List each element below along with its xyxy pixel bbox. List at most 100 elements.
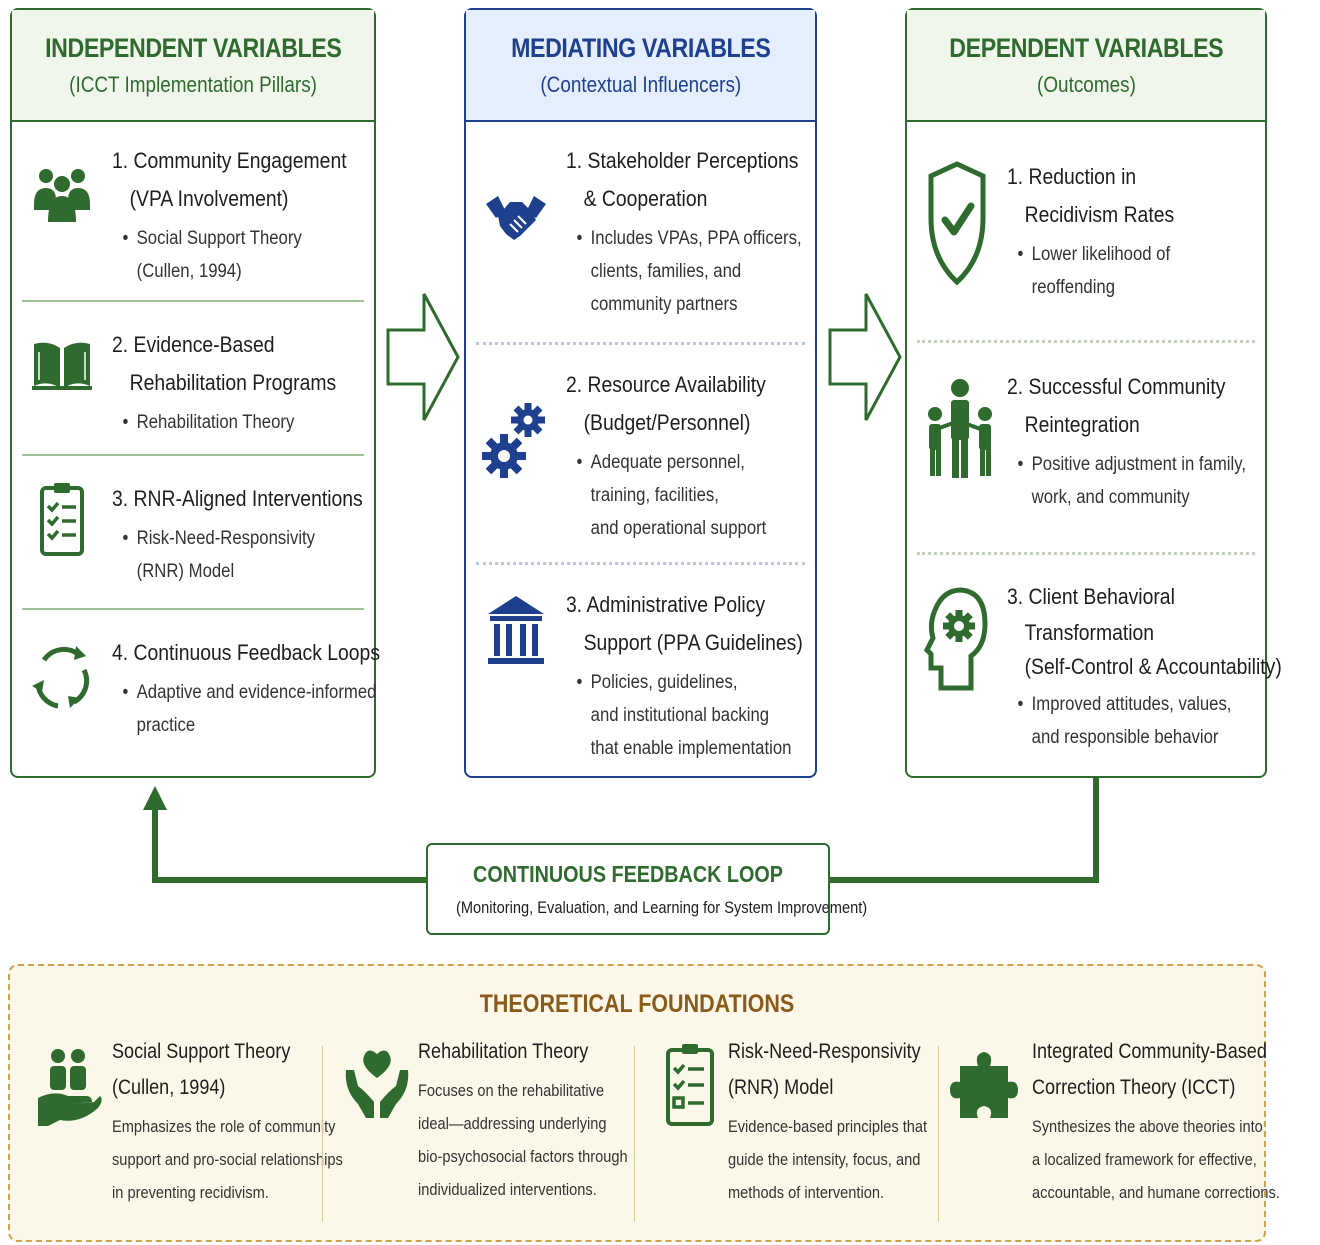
item-bullet-cont: reoffending — [1031, 277, 1116, 298]
handshake-icon — [486, 196, 546, 240]
item-title: Rehabilitation Programs — [129, 370, 337, 395]
foundation-title: Correction Theory (ICCT) — [1032, 1076, 1236, 1099]
item-title: (VPA Involvement) — [129, 186, 289, 211]
foundation-body: Focuses on the rehabilitative — [418, 1081, 605, 1100]
divider — [634, 1046, 635, 1222]
item-bullet-cont: (RNR) Model — [136, 561, 235, 582]
mediating-variables-panel: MEDIATING VARIABLES (Contextual Influenc… — [464, 8, 817, 778]
independent-item-4: 4. Continuous Feedback Loops Adaptive an… — [22, 634, 381, 764]
item-title: 1. Reduction in — [1007, 164, 1137, 189]
item-bullet: Policies, guidelines, — [566, 666, 773, 699]
foundation-icct: Integrated Community-Based Correction Th… — [950, 1040, 1280, 1220]
divider — [22, 454, 364, 456]
item-title: & Cooperation — [583, 186, 708, 211]
mediating-item-3: 3. Administrative Policy Support (PPA Gu… — [476, 586, 805, 766]
dependent-item-3: 3. Client Behavioral Transformation (Sel… — [917, 578, 1282, 768]
foundation-body: a localized framework for effective, — [1032, 1150, 1257, 1169]
item-title: (Budget/Personnel) — [583, 410, 751, 435]
item-title: 3. RNR-Aligned Interventions — [112, 486, 363, 511]
foundation-title: Social Support Theory — [112, 1040, 291, 1063]
theoretical-foundations-panel: THEORETICAL FOUNDATIONS Social Support T… — [8, 964, 1280, 1242]
foundation-title: (Cullen, 1994) — [112, 1076, 226, 1099]
arrow-right-icon — [828, 293, 902, 421]
feedback-subtitle: (Monitoring, Evaluation, and Learning fo… — [456, 898, 868, 917]
continuous-feedback-loop-box: CONTINUOUS FEEDBACK LOOP (Monitoring, Ev… — [426, 843, 868, 935]
divider — [938, 1046, 939, 1222]
family-icon — [928, 379, 992, 478]
divider — [322, 1046, 323, 1222]
item-bullet-cont: and institutional backing — [590, 705, 770, 726]
foundation-body: methods of intervention. — [728, 1183, 885, 1202]
divider — [22, 300, 364, 302]
item-bullet-cont: community partners — [590, 294, 738, 315]
head-gear-icon — [923, 587, 988, 691]
item-bullet: Social Support Theory — [112, 222, 330, 255]
item-title: Recidivism Rates — [1024, 202, 1175, 227]
item-title: (Self-Control & Accountability) — [1024, 654, 1282, 679]
item-bullet: Includes VPAs, PPA officers, — [566, 222, 802, 255]
item-title: 2. Resource Availability — [566, 372, 766, 397]
item-bullet-cont: practice — [136, 715, 196, 736]
item-title: 1. Stakeholder Perceptions — [566, 148, 799, 173]
divider — [917, 340, 1255, 343]
mediating-header: MEDIATING VARIABLES (Contextual Influenc… — [466, 10, 815, 122]
independent-item-4-text: 4. Continuous Feedback Loops Adaptive an… — [112, 634, 381, 742]
dependent-title: DEPENDENT VARIABLES — [949, 32, 1223, 63]
foundation-body: support and pro-social relationships — [112, 1150, 343, 1169]
foundation-4-text: Integrated Community-Based Correction Th… — [1032, 1034, 1320, 1209]
dependent-header: DEPENDENT VARIABLES (Outcomes) — [907, 10, 1265, 122]
foundation-title: Rehabilitation Theory — [418, 1040, 589, 1063]
independent-item-1-text: 1. Community Engagement (VPA Involvement… — [112, 142, 360, 288]
foundation-title: Risk-Need-Responsivity — [728, 1040, 921, 1063]
puzzle-icon — [950, 1052, 1018, 1118]
item-title: 1. Community Engagement — [112, 148, 347, 173]
item-title: 3. Client Behavioral — [1007, 584, 1175, 609]
foundation-3-text: Risk-Need-Responsivity (RNR) Model Evide… — [728, 1034, 960, 1209]
heart-hands-icon — [345, 1050, 409, 1118]
foundation-body: Evidence-based principles that — [728, 1117, 928, 1136]
item-bullet-cont: work, and community — [1031, 487, 1190, 508]
mediating-item-1: 1. Stakeholder Perceptions & Cooperation… — [476, 142, 805, 342]
item-bullet: Adequate personnel, — [566, 446, 773, 479]
divider — [476, 342, 805, 345]
item-bullet-cont: and operational support — [590, 518, 767, 539]
item-bullet: Adaptive and evidence-informed — [112, 676, 377, 709]
independent-item-2-text: 2. Evidence-Based Rehabilitation Program… — [112, 326, 360, 439]
arrow-right-icon — [386, 293, 460, 421]
item-title: 4. Continuous Feedback Loops — [112, 640, 381, 665]
foundation-body: individualized interventions. — [418, 1180, 597, 1199]
item-bullet-cont: that enable implementation — [590, 738, 792, 759]
independent-item-1: 1. Community Engagement (VPA Involvement… — [22, 142, 364, 302]
foundation-body: accountable, and humane corrections. — [1032, 1183, 1280, 1202]
independent-variables-panel: INDEPENDENT VARIABLES (ICCT Implementati… — [10, 8, 381, 778]
foundations-title: THEORETICAL FOUNDATIONS — [479, 990, 795, 1018]
item-bullet: Lower likelihood of — [1007, 238, 1222, 271]
item-title: Reintegration — [1024, 412, 1140, 437]
mediating-item-3-text: 3. Administrative Policy Support (PPA Gu… — [566, 586, 803, 765]
foundation-1-text: Social Support Theory (Cullen, 1994) Emp… — [112, 1034, 380, 1209]
item-bullet-cont: (Cullen, 1994) — [136, 261, 242, 282]
item-bullet-cont: clients, families, and — [590, 261, 742, 282]
independent-item-3-text: 3. RNR-Aligned Interventions Risk-Need-R… — [112, 480, 363, 588]
item-bullet: Improved attitudes, values, — [1007, 688, 1232, 721]
checklist-icon — [666, 1044, 714, 1126]
gears-icon — [482, 403, 545, 478]
mediating-item-1-text: 1. Stakeholder Perceptions & Cooperation… — [566, 142, 802, 321]
foundation-body: Synthesizes the above theories into — [1032, 1117, 1263, 1136]
item-bullet: Risk-Need-Responsivity — [112, 522, 330, 555]
independent-subtitle: (ICCT Implementation Pillars) — [69, 71, 317, 97]
dependent-subtitle: (Outcomes) — [1036, 71, 1136, 97]
dependent-item-1-text: 1. Reduction in Recidivism Rates Lower l… — [1007, 158, 1251, 304]
foundation-body: guide the intensity, focus, and — [728, 1150, 921, 1169]
foundation-social-support: Social Support Theory (Cullen, 1994) Emp… — [34, 1040, 343, 1220]
item-bullet-cont: and responsible behavior — [1031, 727, 1219, 748]
item-title: Support (PPA Guidelines) — [583, 630, 803, 655]
foundation-body: in preventing recidivism. — [112, 1183, 269, 1202]
mediating-title: MEDIATING VARIABLES — [510, 32, 771, 63]
feedback-title: CONTINUOUS FEEDBACK LOOP — [473, 861, 783, 887]
divider — [22, 608, 364, 610]
independent-item-2: 2. Evidence-Based Rehabilitation Program… — [22, 326, 364, 456]
dependent-item-2-text: 2. Successful Community Reintegration Po… — [1007, 368, 1251, 514]
independent-title: INDEPENDENT VARIABLES — [44, 32, 342, 63]
dependent-variables-panel: DEPENDENT VARIABLES (Outcomes) 1. Reduct… — [905, 8, 1282, 778]
